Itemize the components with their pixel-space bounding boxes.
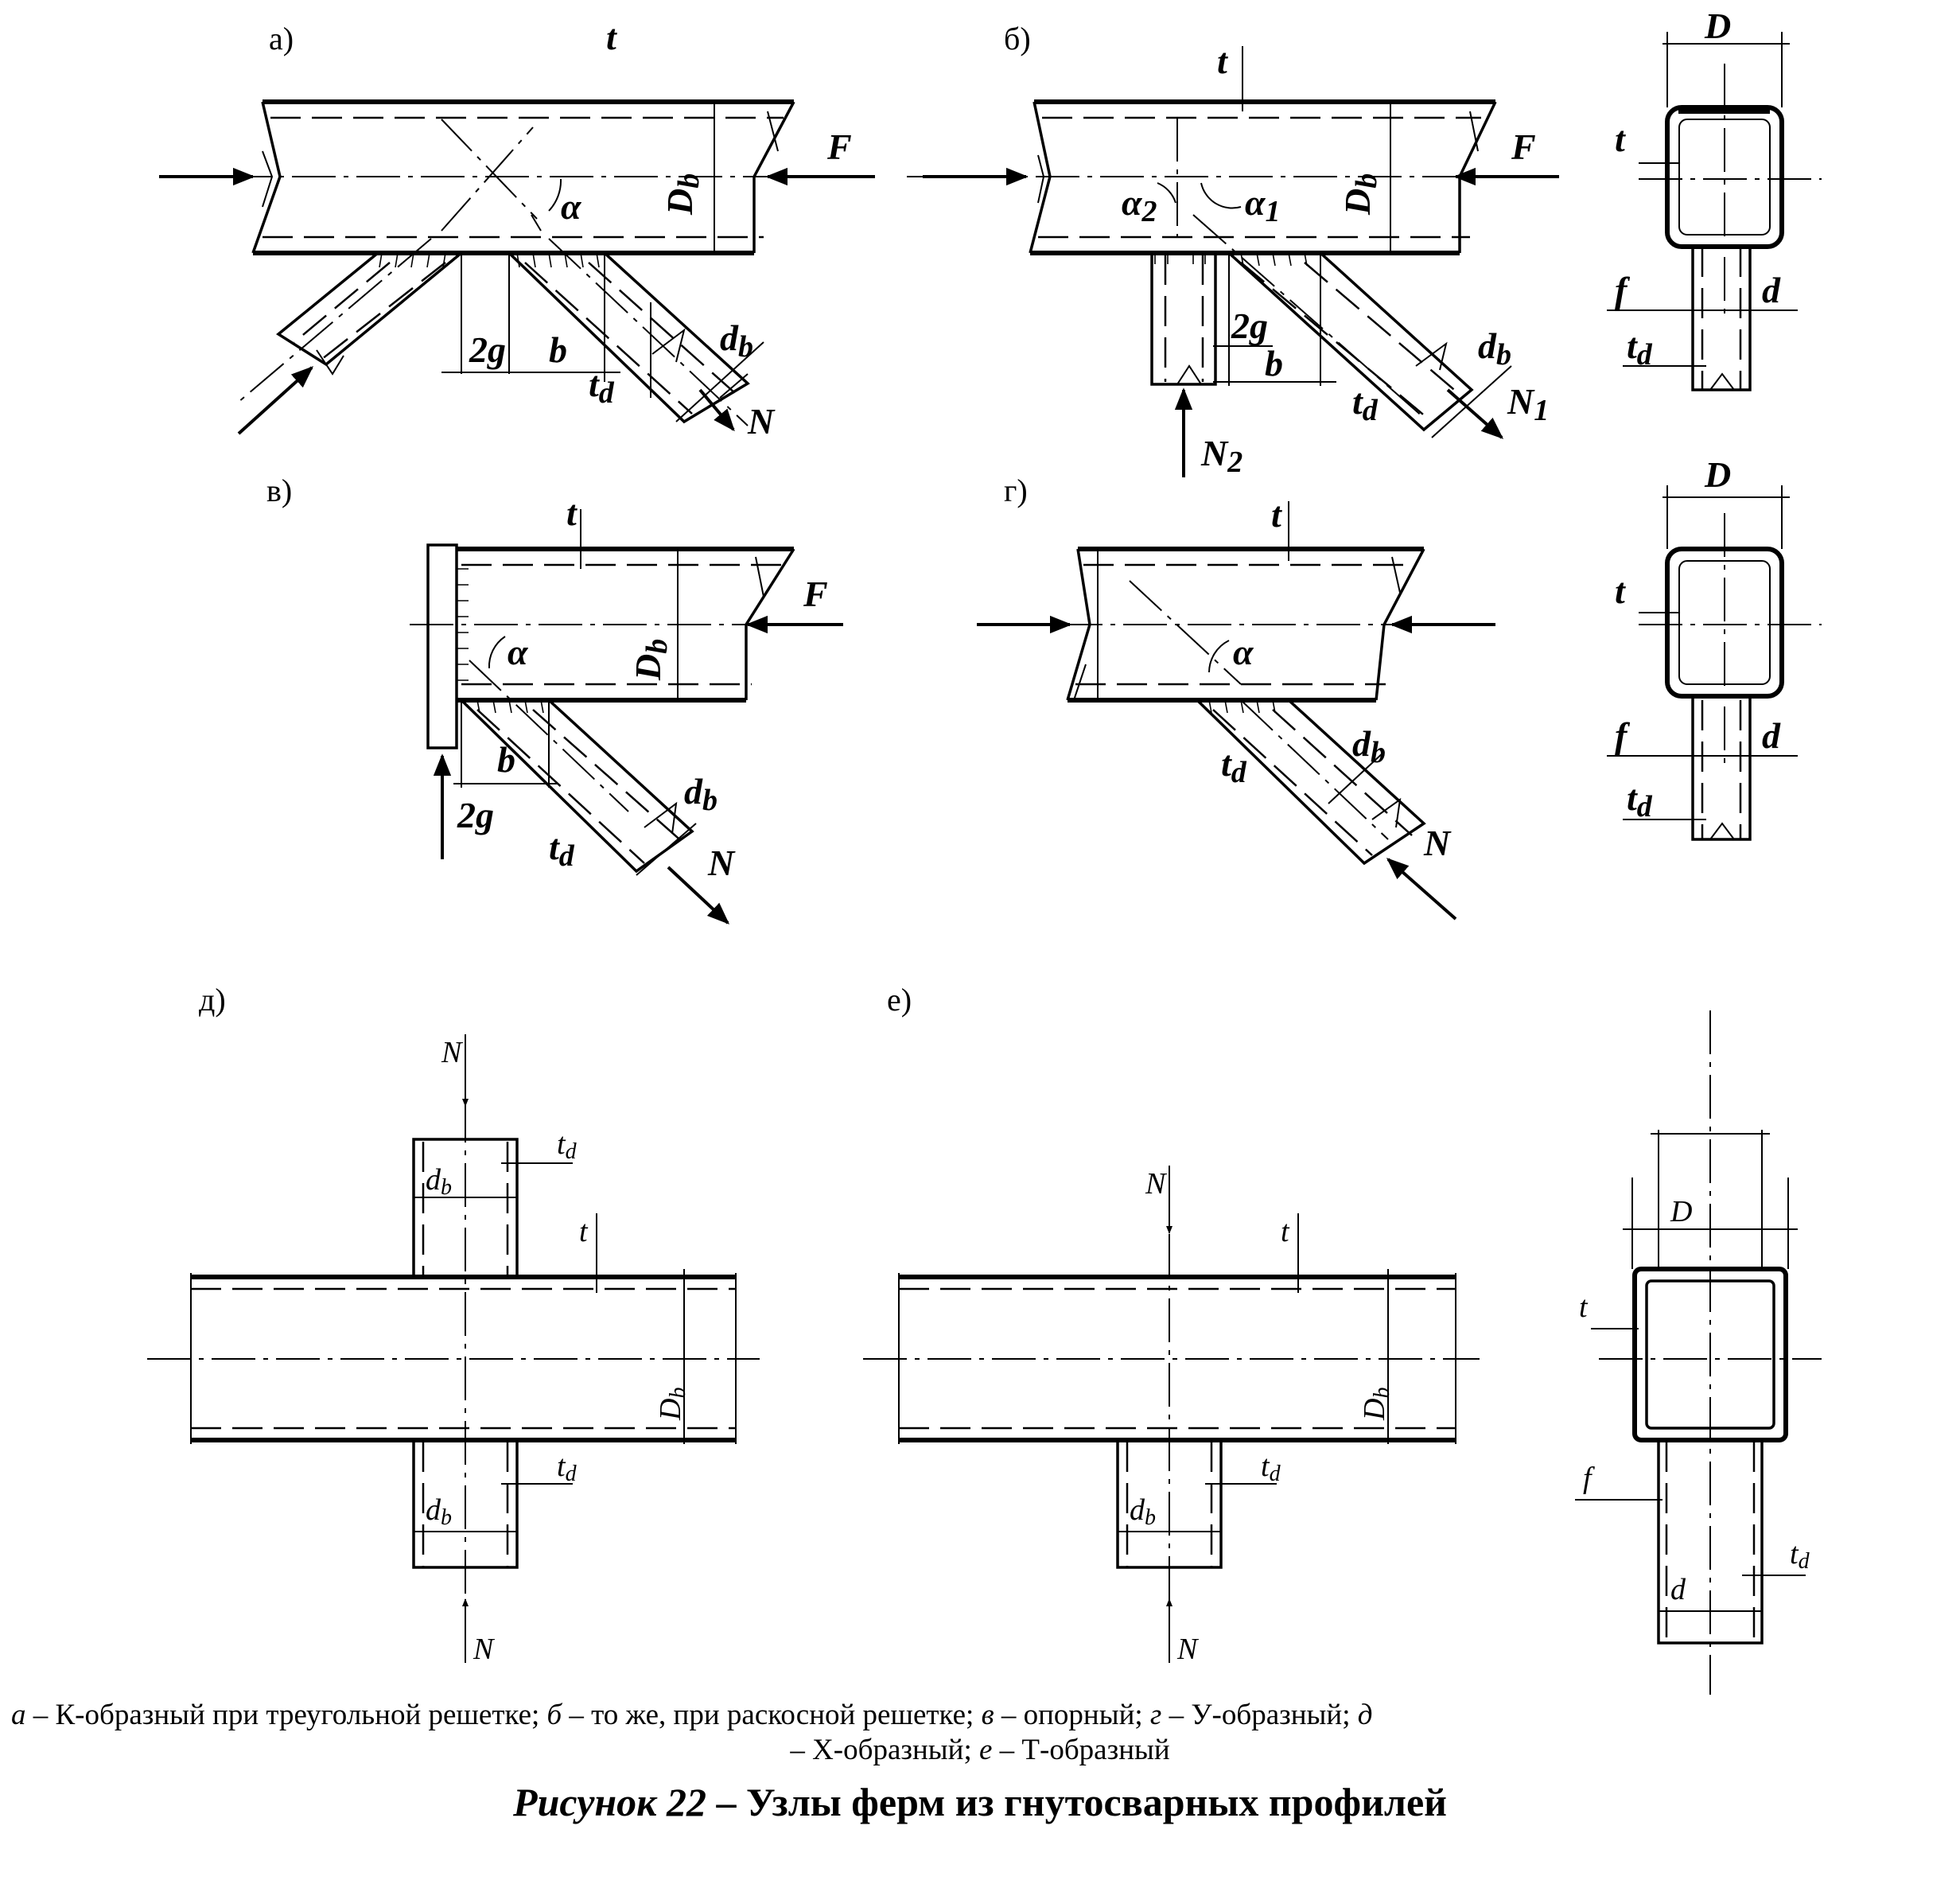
label-t-s3: t bbox=[1579, 1290, 1589, 1324]
label-N-e-top: N bbox=[1145, 1167, 1168, 1201]
label-F-a: F bbox=[826, 127, 852, 167]
label-db-e: db bbox=[1130, 1493, 1156, 1530]
label-N-e-bottom: N bbox=[1176, 1633, 1200, 1666]
label-db-d-top: db bbox=[426, 1163, 452, 1200]
cross-section-3: D t d f td bbox=[1575, 1010, 1822, 1695]
caption-part: – У-образный; bbox=[1161, 1699, 1358, 1731]
figure-title-text: – Узлы ферм из гнутосварных профилей bbox=[706, 1780, 1447, 1824]
caption-part: д bbox=[1357, 1699, 1373, 1731]
label-t-e: t bbox=[1281, 1215, 1290, 1248]
label-d-s3: d bbox=[1670, 1573, 1686, 1606]
panel-label-e: е) bbox=[887, 982, 912, 1018]
panel-label-a: а) bbox=[269, 21, 294, 56]
figure-number: Рисунок 22 bbox=[513, 1780, 707, 1824]
caption-part: б bbox=[546, 1699, 562, 1731]
label-b-b: b bbox=[1265, 343, 1283, 383]
caption-part: – то же, при раскосной решетке; bbox=[562, 1699, 982, 1731]
label-td-s3: td bbox=[1790, 1537, 1810, 1574]
label-t-s1: t bbox=[1615, 119, 1626, 159]
caption-part: е bbox=[978, 1734, 993, 1766]
panel-e-t-joint: е) db td t Db N N bbox=[863, 982, 1480, 1666]
label-td-d-bottom: td bbox=[557, 1450, 578, 1486]
label-D-s1: D bbox=[1704, 6, 1731, 46]
label-D-s2: D bbox=[1704, 454, 1731, 495]
figure-title: Рисунок 22 – Узлы ферм из гнутосварных п… bbox=[0, 1779, 1960, 1825]
caption-part: – опорный; bbox=[994, 1699, 1150, 1731]
panel-d-x-joint: д) db td t Db db td N N bbox=[147, 982, 760, 1666]
label-Db-b: Db bbox=[1337, 173, 1383, 216]
label-N-a: N bbox=[747, 401, 776, 442]
label-N-v: N bbox=[707, 843, 736, 883]
label-alpha-a: α bbox=[561, 186, 582, 227]
cross-section-1: D t f d td bbox=[1607, 6, 1822, 391]
label-F-b: F bbox=[1511, 127, 1536, 167]
panel-g-y-joint: г) td db t α N bbox=[977, 473, 1495, 921]
label-alpha2: α2 bbox=[1122, 182, 1157, 228]
label-Db-a: Db bbox=[659, 173, 706, 216]
label-f-s3: f bbox=[1583, 1462, 1595, 1495]
label-b-a: b bbox=[549, 329, 567, 370]
label-N2: N2 bbox=[1200, 433, 1242, 479]
truss-joints-drawing: а) 2g b bbox=[147, 6, 1822, 1695]
caption-part: – Т-образный bbox=[992, 1734, 1170, 1766]
panel-label-b: б) bbox=[1004, 21, 1031, 56]
label-t-a: t bbox=[606, 17, 617, 57]
label-t-b: t bbox=[1217, 41, 1228, 81]
label-td-a: td bbox=[589, 364, 615, 410]
label-2g-b: 2g bbox=[1231, 306, 1268, 346]
label-N-d-top: N bbox=[441, 1036, 464, 1069]
label-Db-d: Db bbox=[654, 1388, 690, 1421]
caption-part: – К-образный при треугольной решетке; bbox=[25, 1699, 547, 1731]
label-td-s1: td bbox=[1627, 325, 1653, 372]
label-td-b: td bbox=[1352, 381, 1379, 427]
caption-part: – Х-образный; bbox=[790, 1734, 979, 1766]
label-d-s1: d bbox=[1762, 270, 1781, 310]
label-b-v: b bbox=[497, 739, 515, 780]
label-db-a: db bbox=[720, 317, 753, 364]
panel-v-support-joint: в) b 2g td db Db t α F N bbox=[266, 473, 843, 925]
caption-part: а bbox=[11, 1699, 26, 1731]
label-td-v: td bbox=[549, 827, 575, 873]
panel-b-k-joint-diagonal: б) 2g b td db Db t bbox=[907, 21, 1559, 479]
label-td-g: td bbox=[1221, 743, 1247, 789]
label-db-d-bottom: db bbox=[426, 1493, 452, 1530]
label-db-v: db bbox=[684, 771, 718, 817]
label-F-v: F bbox=[803, 574, 828, 614]
label-D-s3: D bbox=[1670, 1195, 1692, 1228]
panel-a-k-joint-triangular: а) 2g b bbox=[159, 17, 875, 442]
label-2g-a: 2g bbox=[469, 329, 506, 370]
label-d-s2: d bbox=[1762, 715, 1781, 756]
label-alpha-v: α bbox=[508, 632, 529, 672]
label-N-d-bottom: N bbox=[472, 1633, 496, 1666]
caption-line-1: а – К-образный при треугольной решетке; … bbox=[11, 1698, 1952, 1733]
label-t-s2: t bbox=[1615, 570, 1626, 611]
label-N-g: N bbox=[1423, 823, 1452, 863]
label-t-d: t bbox=[579, 1215, 589, 1248]
label-alpha1: α1 bbox=[1245, 182, 1280, 228]
label-Db-e: Db bbox=[1358, 1388, 1394, 1421]
label-db-g: db bbox=[1352, 723, 1386, 769]
label-db-b: db bbox=[1478, 325, 1511, 372]
label-t-g: t bbox=[1271, 494, 1282, 535]
label-N1: N1 bbox=[1507, 381, 1549, 427]
panel-label-v: в) bbox=[266, 473, 292, 508]
label-Db-v: Db bbox=[628, 639, 674, 681]
label-td-d-top: td bbox=[557, 1127, 578, 1164]
caption-line-2: – Х-образный; е – Т-образный bbox=[0, 1733, 1960, 1768]
label-td-e: td bbox=[1261, 1450, 1281, 1486]
label-f-s1: f bbox=[1615, 270, 1631, 310]
label-alpha-g: α bbox=[1233, 632, 1254, 672]
panel-label-d: д) bbox=[199, 982, 226, 1018]
caption-part: в bbox=[981, 1699, 994, 1731]
label-t-v: t bbox=[566, 492, 578, 533]
label-f-s2: f bbox=[1615, 715, 1631, 756]
caption-part: г bbox=[1149, 1699, 1162, 1731]
panel-label-g: г) bbox=[1004, 473, 1028, 508]
label-2g-v: 2g bbox=[457, 795, 494, 835]
label-td-s2: td bbox=[1627, 777, 1653, 823]
cross-section-2: D t f d td bbox=[1607, 454, 1822, 841]
